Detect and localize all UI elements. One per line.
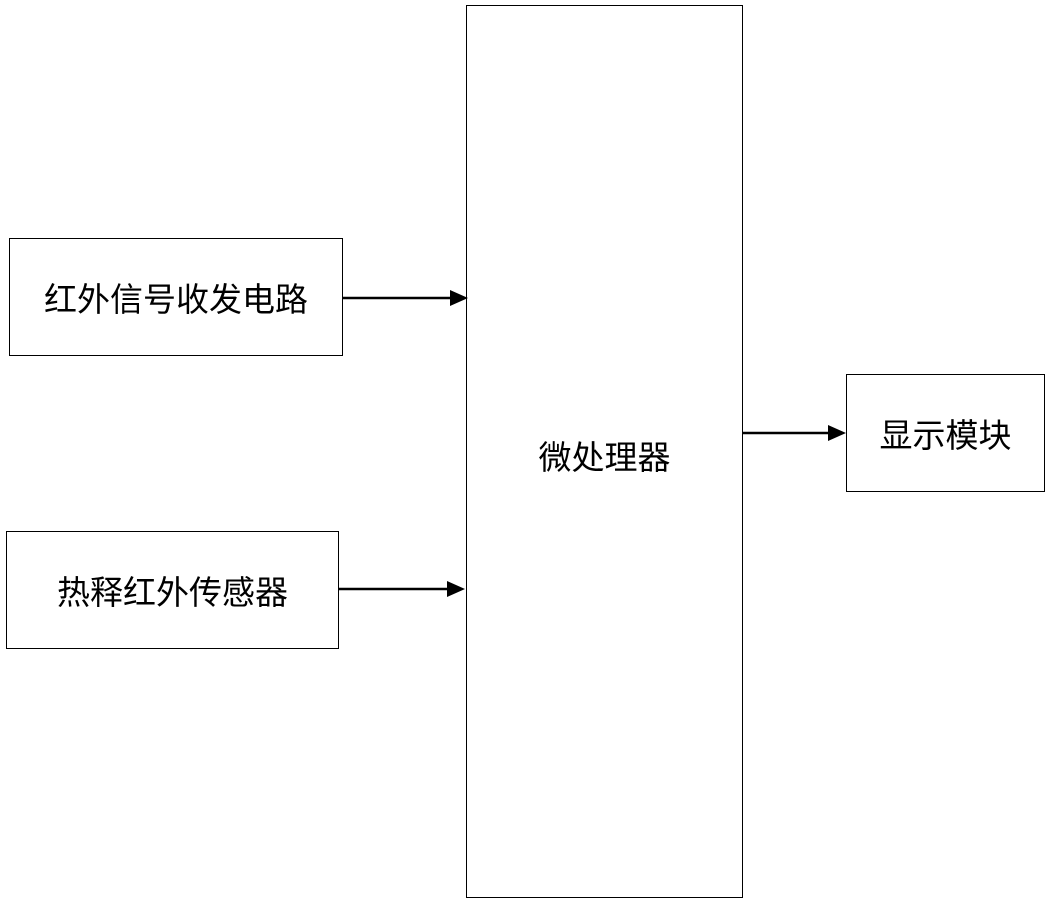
- microprocessor-block: 微处理器: [466, 5, 743, 898]
- ir-transceiver-circuit-label: 红外信号收发电路: [44, 280, 308, 319]
- display-module-block: 显示模块: [846, 374, 1045, 492]
- ir-transceiver-circuit-block: 红外信号收发电路: [9, 238, 343, 356]
- pyroelectric-infrared-sensor-block: 热释红外传感器: [6, 531, 339, 649]
- pyroelectric-infrared-sensor-label: 热释红外传感器: [57, 573, 288, 612]
- microprocessor-label: 微处理器: [538, 437, 671, 477]
- display-module-label: 显示模块: [879, 416, 1012, 455]
- arrow-ir-circuit-to-microprocessor: [343, 290, 468, 306]
- arrow-pir-sensor-to-microprocessor: [339, 581, 465, 597]
- arrow-microprocessor-to-display: [743, 425, 846, 441]
